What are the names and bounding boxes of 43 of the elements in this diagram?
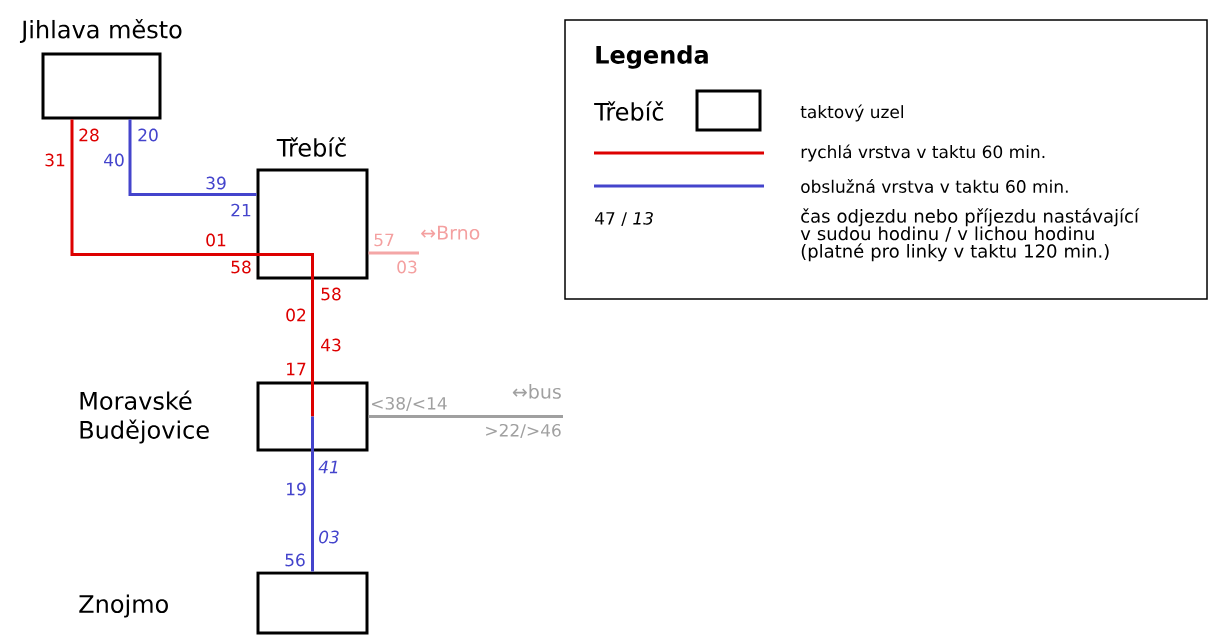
legend-station-name: Třebíč bbox=[594, 101, 664, 121]
time-label: 02 bbox=[286, 308, 306, 322]
legend-title: Legenda bbox=[596, 45, 708, 69]
time-label: 56 bbox=[285, 553, 305, 567]
time-label: 21 bbox=[231, 203, 251, 217]
legend-text: obslužná vrstva v taktu 60 min. bbox=[801, 179, 1068, 193]
track-line bbox=[368, 415, 563, 418]
track-line bbox=[311, 279, 314, 382]
station-box: Třebíč bbox=[256, 137, 369, 280]
destination-label: ↔Brno bbox=[421, 225, 480, 240]
node-label: Moravské Budějovice bbox=[80, 390, 209, 444]
legend-time-sample: 47 / 13 bbox=[595, 211, 653, 227]
time-label: <38/<14 bbox=[372, 396, 447, 412]
time-label: 43 bbox=[321, 338, 341, 352]
time-label: 17 bbox=[287, 362, 306, 376]
legend-text: taktový uzel bbox=[800, 104, 903, 122]
track-line bbox=[368, 251, 419, 255]
track-line bbox=[311, 451, 314, 572]
time-label: 58 bbox=[231, 260, 251, 274]
time-label: >22/>46 bbox=[486, 423, 561, 439]
time-label: 20 bbox=[138, 128, 158, 142]
time-label: 28 bbox=[79, 128, 99, 142]
time-label: 03 bbox=[397, 260, 417, 274]
time-label: 19 bbox=[287, 482, 306, 496]
node-label: Třebíč bbox=[276, 137, 346, 157]
node-label: Jihlava město bbox=[19, 19, 182, 43]
time-label: 03 bbox=[319, 530, 339, 544]
time-label: 40 bbox=[104, 153, 124, 167]
track-line bbox=[128, 119, 257, 196]
station-box: Znojmo bbox=[79, 571, 369, 635]
time-label: 41 bbox=[318, 460, 338, 474]
time-label: 58 bbox=[321, 287, 341, 301]
destination-label: ↔bus bbox=[512, 384, 561, 399]
time-label: 57 bbox=[374, 233, 394, 247]
station-box: Jihlava město bbox=[19, 19, 182, 120]
time-label: 01 bbox=[206, 233, 226, 247]
legend-text: čas odjezdu nebo příjezdu nastávající v sudou hodinu / v lichou hodinu (platné pro linky v taktu 120 min.) bbox=[800, 208, 1140, 262]
station-box: Moravské Budějovice bbox=[80, 381, 369, 452]
track-line bbox=[70, 119, 314, 280]
time-label: 31 bbox=[45, 153, 65, 167]
time-label: 39 bbox=[206, 176, 226, 190]
legend-text: rychlá vrstva v taktu 60 min. bbox=[801, 144, 1045, 162]
node-label: Znojmo bbox=[79, 594, 168, 618]
